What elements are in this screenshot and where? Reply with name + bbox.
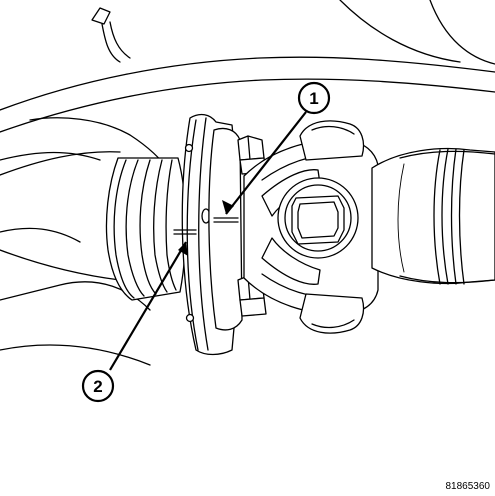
reference-mark-driveshaft bbox=[213, 217, 239, 223]
driveshaft-tube bbox=[371, 147, 495, 285]
bearing-cap bbox=[277, 177, 359, 259]
callout-1-label: 1 bbox=[309, 89, 318, 108]
leader-line-2 bbox=[109, 241, 188, 371]
callout-2: 2 bbox=[81, 369, 115, 403]
callout-1: 1 bbox=[297, 81, 331, 115]
rubber-boot bbox=[105, 157, 187, 301]
companion-flange bbox=[208, 127, 243, 331]
callout-2-label: 2 bbox=[93, 377, 102, 396]
reference-mark-pinion bbox=[173, 229, 197, 235]
figure-id: 81865360 bbox=[446, 481, 491, 492]
hose-clip bbox=[91, 7, 131, 63]
vehicle-body-outline bbox=[0, 0, 495, 366]
leader-line-1 bbox=[222, 111, 307, 215]
